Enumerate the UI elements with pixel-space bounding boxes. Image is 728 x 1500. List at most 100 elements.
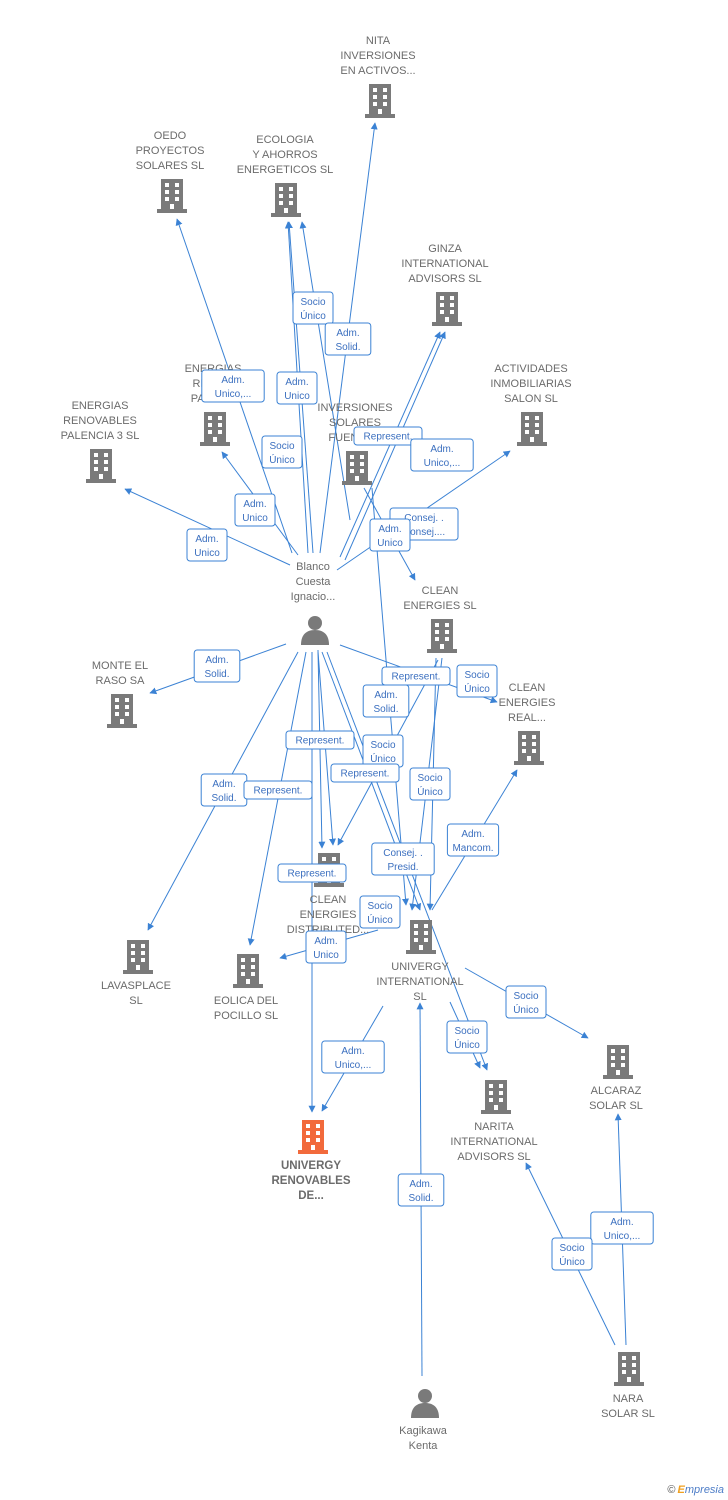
- edge-label-e20[interactable]: Represent.: [243, 780, 313, 800]
- building-icon: [365, 84, 395, 118]
- edge-label-text: Adm.Unico: [284, 377, 310, 402]
- edge-label-box: [590, 1211, 654, 1245]
- edge-label-text: Adm.Solid.: [408, 1179, 433, 1204]
- building-icon: [427, 619, 457, 653]
- edge-label-e26[interactable]: Adm.Unico: [305, 930, 347, 964]
- edge-label-e10[interactable]: Adm.Unico: [369, 518, 411, 552]
- edge-label-e23[interactable]: Consej. .Presid.: [371, 842, 435, 876]
- edge-label-e30[interactable]: Adm.Solid.: [397, 1173, 445, 1207]
- building-icon: [614, 1352, 644, 1386]
- edge-label-e4[interactable]: Adm.Unico: [276, 371, 318, 405]
- edge-label-box: [243, 780, 313, 800]
- edge-label-text: Consej. .Consej....: [403, 513, 445, 538]
- edge-label-box: [292, 291, 334, 325]
- building-icon: [481, 1080, 511, 1114]
- edge-label-box: [456, 664, 498, 698]
- edge-label-e15[interactable]: Adm.Solid.: [362, 684, 410, 718]
- edge-label-text: Represent.: [364, 432, 413, 443]
- edge-label-e18[interactable]: Represent.: [330, 763, 400, 783]
- edge-label-box: [505, 985, 547, 1019]
- edge-label-e31[interactable]: Adm.Unico,...: [590, 1211, 654, 1245]
- edge-label-box: [305, 930, 347, 964]
- edge-label-box: [381, 666, 451, 686]
- edge-label-text: Consej. .Presid.: [383, 848, 422, 873]
- building-icon: [200, 412, 230, 446]
- edge-label-e7[interactable]: Adm.Unico,...: [410, 438, 474, 472]
- edge-label-box: [330, 763, 400, 783]
- edge-label-box: [359, 895, 401, 929]
- edge-label-text: Adm.Unico,...: [335, 1046, 372, 1071]
- edge-label-text: Adm.Unico: [242, 499, 268, 524]
- building-icon: [271, 183, 301, 217]
- edge-label-box: [277, 863, 347, 883]
- edge-line-e8: [124, 488, 291, 566]
- edge-label-box: [397, 1173, 445, 1207]
- edge-label-e28[interactable]: Adm.Unico,...: [321, 1040, 385, 1074]
- edge-label-box: [234, 493, 276, 527]
- edge-label-box: [409, 767, 451, 801]
- building-icon: [603, 1045, 633, 1079]
- brand-footer: ©Empresia: [667, 1484, 724, 1496]
- building-icon: [86, 449, 116, 483]
- edge-label-e2[interactable]: Adm.Solid.: [324, 322, 372, 356]
- edge-label-e19[interactable]: Adm.Solid.: [200, 773, 248, 807]
- edge-label-e3[interactable]: Adm.Unico,...: [201, 369, 265, 403]
- edge-label-box: [371, 842, 435, 876]
- edge-label-e22[interactable]: Adm.Mancom.: [446, 823, 500, 857]
- person-icon: [411, 1389, 439, 1418]
- edge-label-e11[interactable]: Adm.Unico: [234, 493, 276, 527]
- edge-label-e6[interactable]: Represent.: [353, 426, 423, 446]
- edge-label-text: Represent.: [296, 736, 345, 747]
- edge-label-e24[interactable]: Represent.: [277, 863, 347, 883]
- edge-label-e16[interactable]: Represent.: [285, 730, 355, 750]
- building-icon: [298, 1120, 328, 1154]
- edge-label-e13[interactable]: Represent.: [381, 666, 451, 686]
- person-icon: [301, 616, 329, 645]
- edge-label-box: [193, 649, 241, 683]
- building-icon: [517, 412, 547, 446]
- building-icon: [514, 731, 544, 765]
- edge-label-e12[interactable]: Adm.Solid.: [193, 649, 241, 683]
- edge-label-box: [410, 438, 474, 472]
- edge-label-text: Adm.Solid.: [373, 690, 398, 715]
- edge-label-e8[interactable]: Adm.Unico: [186, 528, 228, 562]
